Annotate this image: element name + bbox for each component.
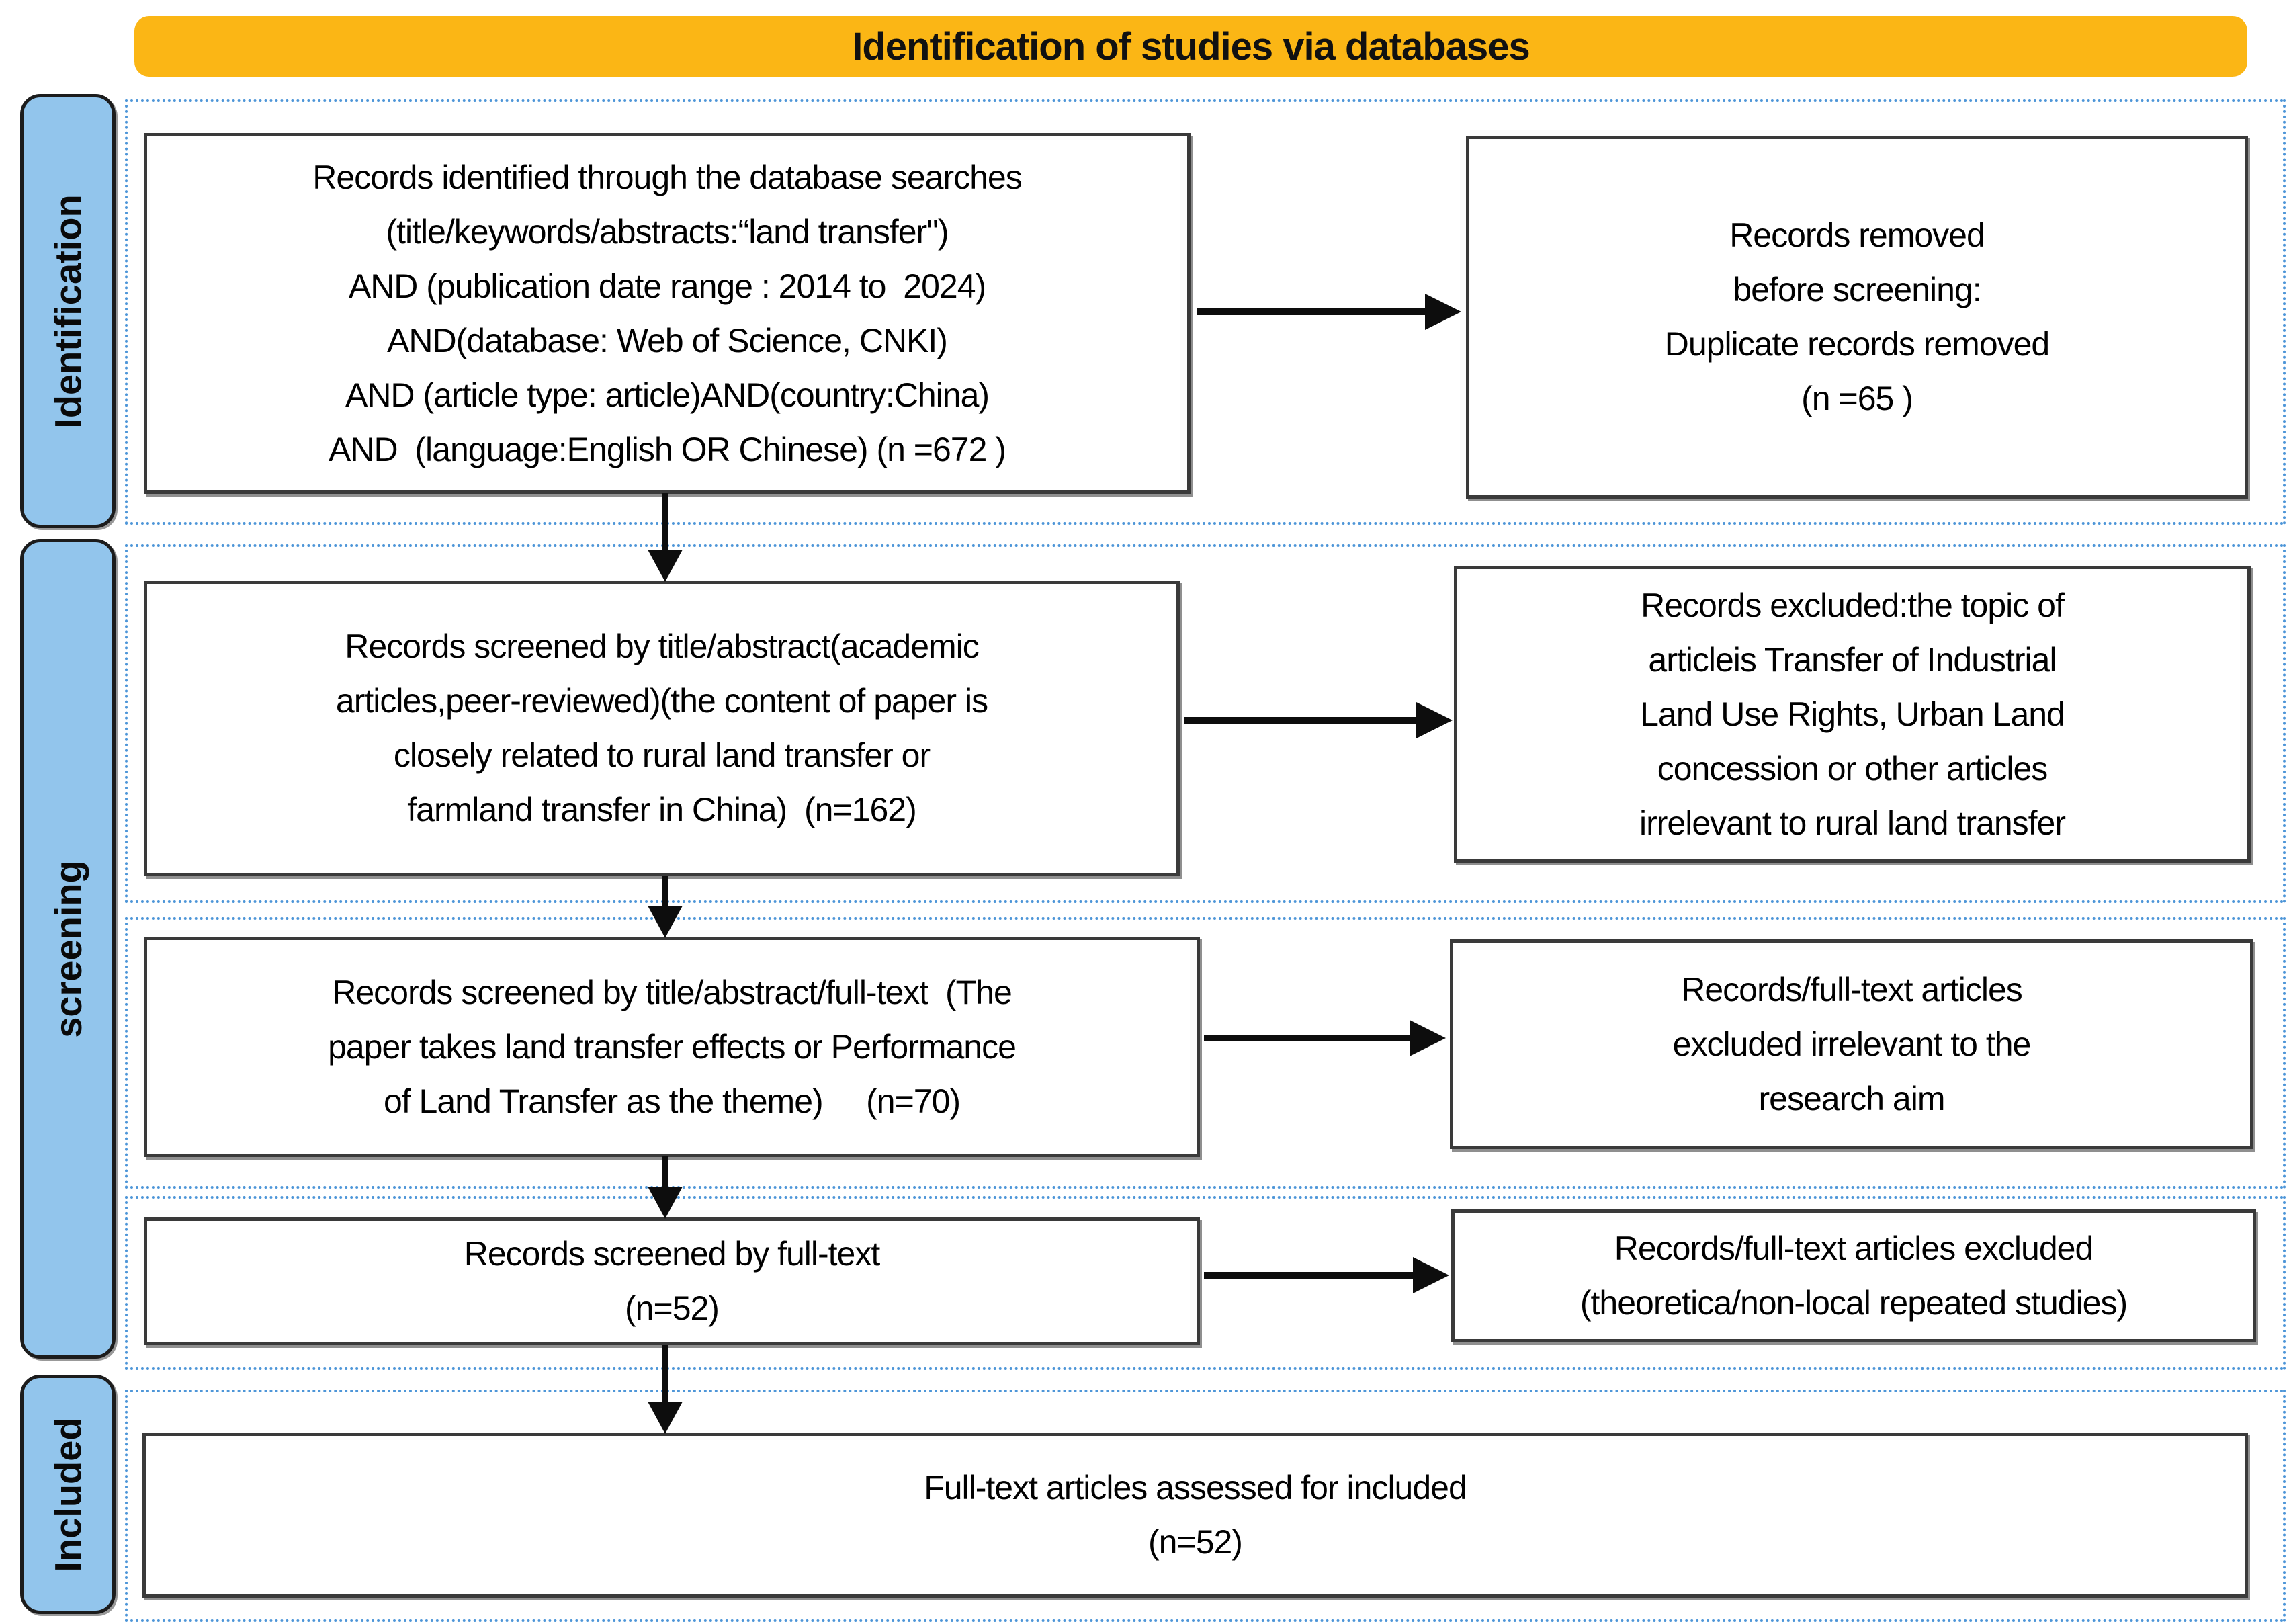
phase-tab-included-label: Included [46, 1416, 89, 1572]
box-text-line: Records identified through the database … [312, 158, 1022, 196]
box-text-line: (n =65 ) [1801, 380, 1913, 417]
arrow-down-2-shaft [662, 876, 668, 907]
box-text-line: Land Use Rights, Urban Land [1640, 695, 2065, 733]
arrow-right-row2-shaft [1184, 717, 1416, 724]
title-banner: Identification of studies via databases [134, 16, 2247, 77]
box-text-line: AND (publication date range : 2014 to 20… [348, 267, 986, 305]
arrow-right-row1-shaft [1197, 308, 1425, 315]
box-text-line: before screening: [1733, 271, 1981, 308]
arrow-right-row1-head [1425, 294, 1461, 330]
arrow-down-4-shaft [662, 1345, 668, 1403]
box-text-line: Records screened by title/abstract(acade… [345, 628, 980, 665]
box-text-line: (title/keywords/abstracts:“land transfer… [386, 212, 949, 251]
phase-tab-screening: screening [20, 539, 116, 1359]
box-text-line: AND(database: Web of Science, CNKI) [387, 321, 948, 359]
arrow-down-2-head [648, 906, 683, 938]
box-text-line: AND (article type: article)AND(country:C… [345, 376, 990, 414]
box-records-screened-title-abstract: Records screened by title/abstract(acade… [144, 581, 1180, 876]
section-identification [125, 99, 2286, 525]
arrow-down-3-shaft [662, 1156, 668, 1188]
arrow-down-1-head [648, 550, 683, 582]
box-text-line: Records screened by title/abstract/full-… [332, 973, 1012, 1011]
box-records-removed-before-screening: Records removed before screening: Duplicat… [1466, 136, 2248, 499]
box-text-line: Records screened by full-text [464, 1235, 881, 1273]
phase-tab-included: Included [20, 1375, 116, 1614]
arrow-down-4-head [648, 1402, 683, 1434]
phase-tab-identification-label: Identification [46, 194, 89, 429]
box-records-excluded-topic: Records excluded:the topic of articleis T… [1454, 566, 2251, 863]
box-text-line: Records/full-text articles [1681, 970, 2022, 1009]
box-text-line: paper takes land transfer effects or Per… [328, 1027, 1017, 1066]
phase-tab-screening-label: screening [46, 859, 89, 1038]
box-text-line: excluded irrelevant to the [1672, 1025, 2032, 1063]
title-banner-label: Identification of studies via databases [852, 24, 1530, 69]
box-text-line: concession or other articles [1657, 749, 2048, 787]
box-records-identified: Records identified through the database … [144, 133, 1191, 494]
box-text-line: articles,peer-reviewed)(the content of p… [335, 682, 988, 720]
box-text-line: farmland transfer in China) (n=162) [407, 791, 916, 828]
arrow-right-row3-shaft [1204, 1035, 1410, 1041]
box-text-line: irrelevant to rural land transfer [1639, 804, 2066, 842]
box-text-line: Records/full-text articles excluded [1614, 1230, 2094, 1267]
box-text-line: (n=52) [625, 1289, 720, 1327]
box-text-line: articleis Transfer of Industrial [1648, 640, 2057, 679]
section-screening-row3 [125, 1196, 2286, 1370]
arrow-right-row2-head [1416, 702, 1453, 738]
arrow-right-row3-head [1410, 1020, 1446, 1056]
arrow-down-3-head [648, 1187, 683, 1219]
box-text-line: Full-text articles assessed for included [924, 1469, 1467, 1506]
box-text-line: research aim [1758, 1079, 1946, 1117]
box-records-screened-fulltext-theme: Records screened by title/abstract/full-… [144, 937, 1200, 1157]
box-text-line: Duplicate records removed [1664, 325, 2050, 363]
section-included [125, 1390, 2286, 1622]
box-fulltext-included: Full-text articles assessed for included… [142, 1433, 2248, 1598]
box-text-line: Records removed [1729, 216, 1985, 254]
box-text-line: Records excluded:the topic of [1641, 586, 2065, 624]
box-text-line: (theoretica/non-local repeated studies) [1580, 1284, 2128, 1322]
box-text-line: of Land Transfer as the theme) (n=70) [383, 1082, 961, 1120]
section-screening-row1 [125, 544, 2286, 903]
box-excluded-theoretical-nonlocal: Records/full-text articles excluded (theo… [1451, 1209, 2256, 1342]
section-screening-row2 [125, 917, 2286, 1189]
box-text-line: AND (language:English OR Chinese) (n =67… [329, 430, 1006, 468]
phase-tab-identification: Identification [20, 94, 116, 528]
arrow-down-1-shaft [662, 493, 668, 551]
box-text-line: closely related to rural land transfer o… [393, 736, 931, 774]
box-text-line: (n=52) [1148, 1523, 1243, 1561]
arrow-right-row4-head [1413, 1257, 1449, 1293]
arrow-right-row4-shaft [1204, 1272, 1413, 1279]
box-excluded-research-aim: Records/full-text articles excluded irrel… [1450, 939, 2253, 1149]
box-records-screened-fulltext: Records screened by full-text (n=52) [144, 1217, 1200, 1345]
